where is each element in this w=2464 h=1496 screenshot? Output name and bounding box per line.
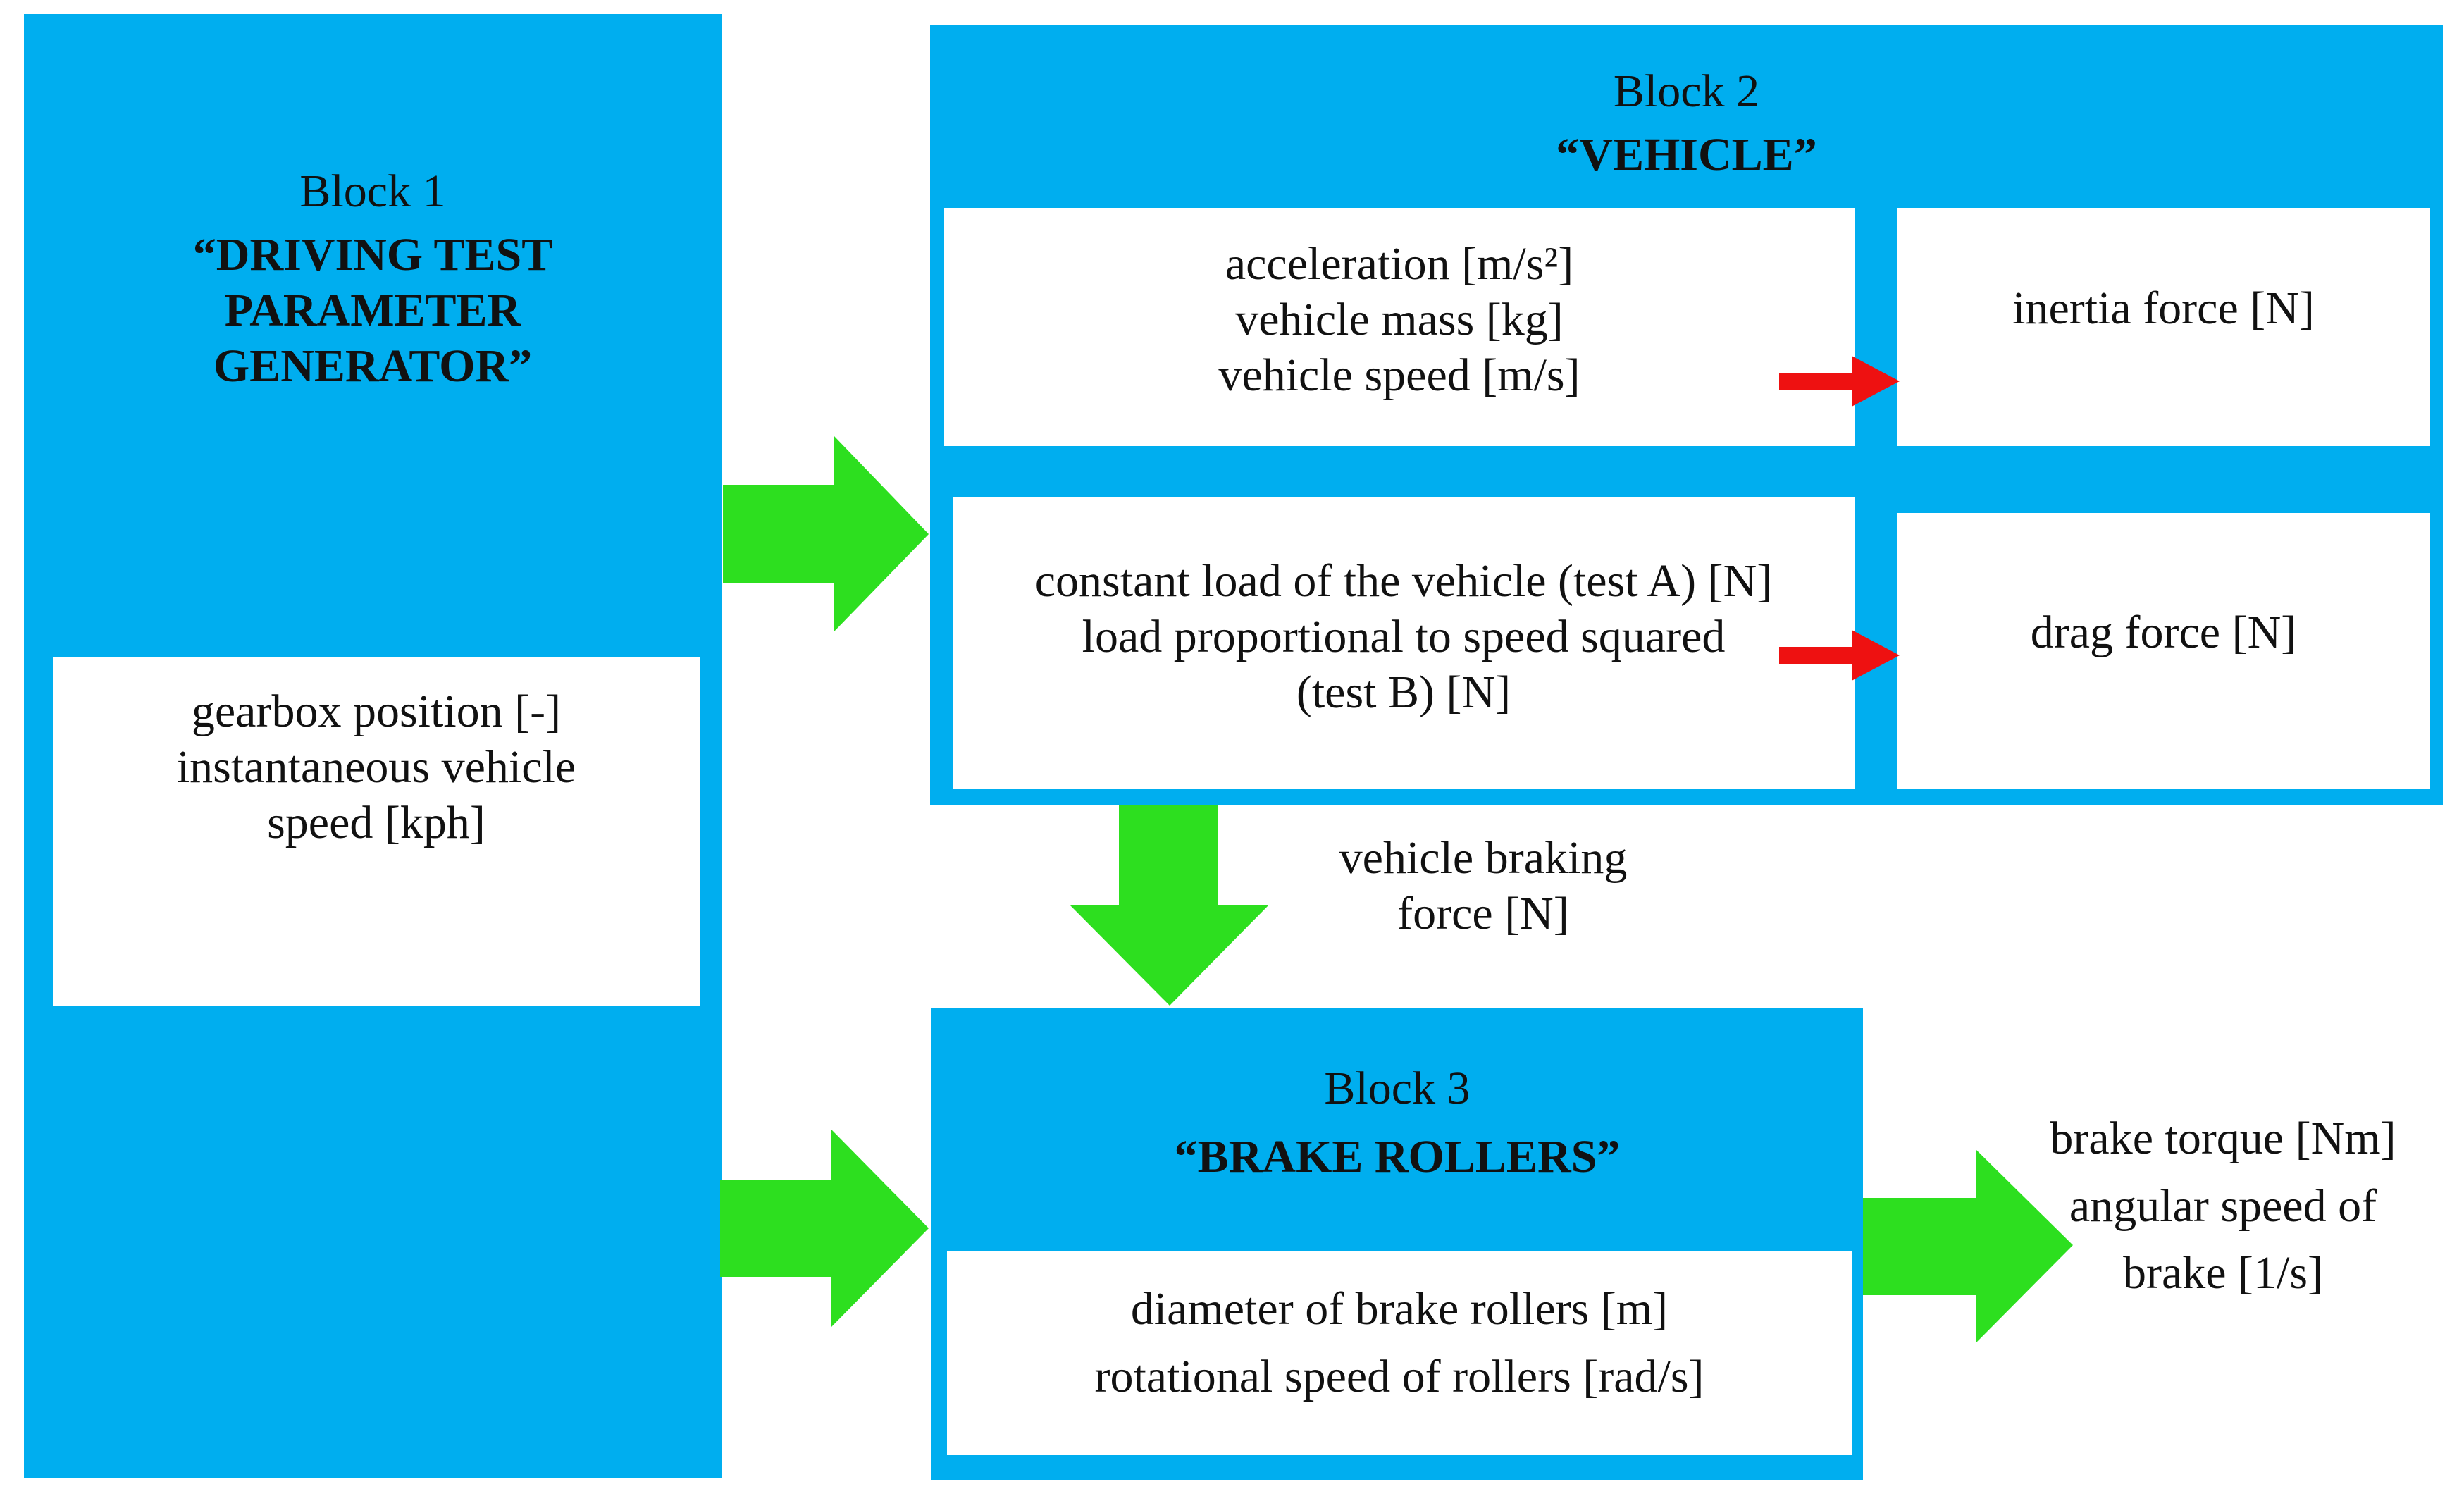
- output-line: angular speed of: [2069, 1180, 2377, 1232]
- arrow-block2-to-block3: [1070, 805, 1268, 1006]
- block3-input-line: rotational speed of rollers [rad/s]: [1094, 1350, 1704, 1402]
- drag-input-line: (test B) [N]: [1296, 667, 1511, 719]
- inertia-force-box: [1897, 208, 2430, 446]
- block1-title: “DRIVING TEST PARAMETER GENERATOR”: [24, 227, 722, 395]
- arrow-block3-to-outputs: [1863, 1150, 2073, 1342]
- block1-number: Block 1: [299, 166, 446, 217]
- inertia-input-line: vehicle speed [m/s]: [1218, 350, 1580, 402]
- block2-number: Block 2: [1613, 66, 1760, 117]
- drag-force-label: drag force [N]: [2030, 607, 2297, 658]
- block2-title: “VEHICLE”: [1556, 129, 1817, 180]
- drag-input-line: constant load of the vehicle (test A) [N…: [1034, 555, 1773, 607]
- block1-title-line: PARAMETER: [224, 285, 521, 337]
- block3-inputs-text: diameter of brake rollers [m] rotational…: [947, 1275, 1852, 1410]
- braking-force-line: force [N]: [1397, 888, 1569, 940]
- block3-inputs-box: [947, 1251, 1852, 1455]
- inertia-inputs-text: acceleration [m/s²] vehicle mass [kg] ve…: [944, 236, 1855, 404]
- inertia-input-line: acceleration [m/s²]: [1225, 238, 1574, 290]
- outputs-label: brake torque [Nm] angular speed of brake…: [2001, 1105, 2445, 1307]
- drag-force-box: [1897, 513, 2430, 789]
- output-line: brake [1/s]: [2122, 1247, 2324, 1299]
- inertia-input-line: vehicle mass [kg]: [1235, 294, 1564, 346]
- braking-force-label: vehicle braking force [N]: [1289, 830, 1677, 941]
- drag-inputs-text: constant load of the vehicle (test A) [N…: [953, 553, 1855, 721]
- inertia-inputs-box: [944, 208, 1855, 446]
- braking-force-line: vehicle braking: [1339, 832, 1628, 884]
- arrow-to-inertia-force: [1779, 356, 1900, 407]
- block1-input-line: speed [kph]: [267, 797, 485, 849]
- block1-inputs-box: [53, 657, 700, 1006]
- block3-title: “BRAKE ROLLERS”: [1174, 1131, 1621, 1182]
- output-line: brake torque [Nm]: [2050, 1113, 2396, 1164]
- block1-title-line: “DRIVING TEST: [192, 229, 553, 280]
- block1-input-line: gearbox position [-]: [191, 686, 562, 737]
- block1-title-line: GENERATOR”: [213, 340, 533, 392]
- block1-inputs-text: gearbox position [-] instantaneous vehic…: [53, 684, 700, 851]
- arrow-to-drag-force: [1779, 630, 1900, 681]
- block3-input-line: diameter of brake rollers [m]: [1130, 1283, 1669, 1335]
- block3-number: Block 3: [1324, 1063, 1471, 1114]
- arrow-block1-to-block2: [723, 435, 929, 632]
- block1-input-line: instantaneous vehicle: [176, 741, 576, 793]
- inertia-force-label: inertia force [N]: [2012, 283, 2315, 334]
- drag-input-line: load proportional to speed squared: [1082, 611, 1726, 663]
- drag-inputs-box: [953, 497, 1855, 789]
- arrow-block1-to-block3: [720, 1130, 929, 1327]
